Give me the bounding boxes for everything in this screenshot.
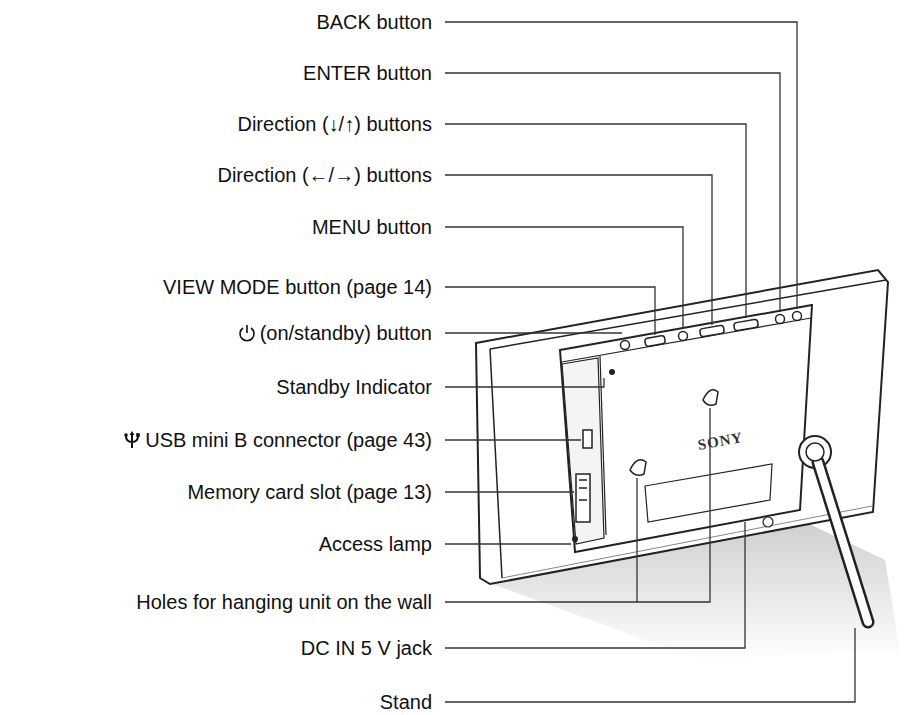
- part-label: Memory card slot (page 13): [187, 480, 432, 504]
- label-plate: [645, 464, 772, 522]
- power-icon: [238, 323, 256, 343]
- rear-housing: [560, 305, 812, 552]
- back-button: [793, 312, 802, 321]
- label-row: Standby Indicator: [276, 375, 432, 399]
- part-label: Direction (←/→) buttons: [217, 163, 432, 187]
- side-panel: [562, 358, 604, 544]
- usb-icon: [123, 430, 141, 450]
- stand: [818, 462, 868, 622]
- part-label: Holes for hanging unit on the wall: [136, 590, 432, 614]
- standby-indicator: [609, 369, 615, 375]
- part-label: DC IN 5 V jack: [301, 636, 432, 660]
- view-mode-button: [644, 335, 665, 346]
- leader-lines: [445, 22, 855, 702]
- label-row: (on/standby) button: [238, 321, 432, 345]
- stand: [818, 462, 868, 622]
- label-row: ENTER button: [303, 61, 432, 85]
- housing-edge: [562, 318, 811, 362]
- slot-detail: [579, 480, 587, 500]
- menu-button: [679, 332, 688, 341]
- part-label: BACK button: [316, 10, 432, 34]
- part-label: Access lamp: [319, 532, 432, 556]
- label-row: Direction (↓/↑) buttons: [237, 112, 432, 136]
- label-row: USB mini B connector (page 43): [123, 428, 432, 452]
- usb-connector: [583, 430, 592, 448]
- label-row: Memory card slot (page 13): [187, 480, 432, 504]
- part-label: USB mini B connector (page 43): [145, 428, 432, 452]
- part-label: Standby Indicator: [276, 375, 432, 399]
- hanging-hole: [703, 390, 718, 406]
- label-row: Direction (←/→) buttons: [217, 163, 432, 187]
- part-label: Direction (↓/↑) buttons: [237, 112, 432, 136]
- label-row: Holes for hanging unit on the wall: [136, 590, 432, 614]
- part-label: (on/standby) button: [260, 321, 432, 345]
- part-label: ENTER button: [303, 61, 432, 85]
- label-row: Stand: [380, 690, 432, 714]
- label-row: DC IN 5 V jack: [301, 636, 432, 660]
- lr-buttons: [699, 325, 724, 337]
- enter-button: [776, 315, 785, 324]
- hanging-hole: [630, 460, 646, 476]
- frame-front: [476, 270, 888, 584]
- stand-hinge: [806, 443, 824, 461]
- dc-in-jack: [763, 517, 773, 527]
- part-label: MENU button: [312, 215, 432, 239]
- label-row: BACK button: [316, 10, 432, 34]
- part-label: Stand: [380, 690, 432, 714]
- label-row: VIEW MODE button (page 14): [163, 275, 432, 299]
- label-row: Access lamp: [319, 532, 432, 556]
- access-lamp: [572, 536, 578, 542]
- ud-buttons: [733, 319, 758, 331]
- part-label: VIEW MODE button (page 14): [163, 275, 432, 299]
- memory-card-slot: [576, 474, 590, 522]
- power-button: [621, 341, 630, 350]
- label-row: MENU button: [312, 215, 432, 239]
